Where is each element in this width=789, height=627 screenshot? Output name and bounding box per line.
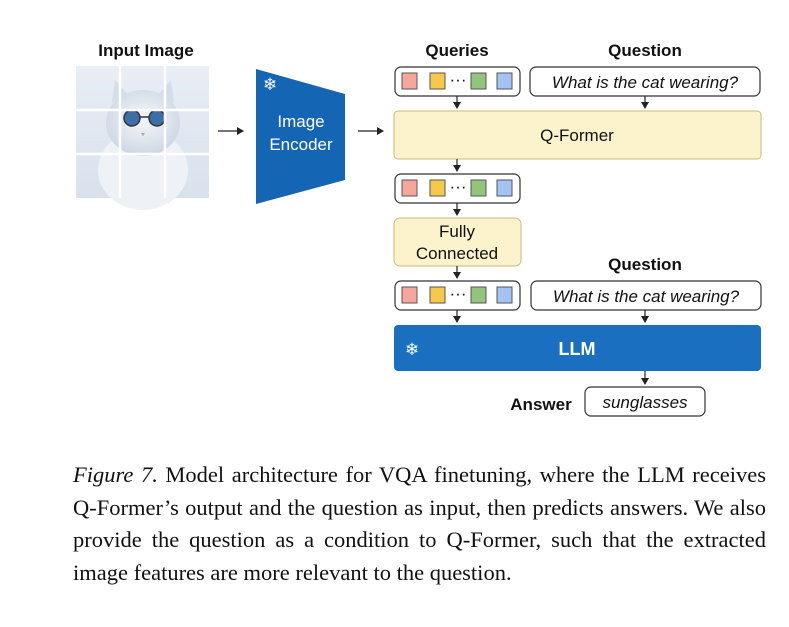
- sunglasses-icon: [123, 109, 166, 127]
- image-encoder-label-line1: Image: [277, 112, 324, 131]
- ellipsis: ···: [450, 177, 467, 196]
- query-tokens-bottom: ···: [394, 280, 521, 311]
- llm-label: LLM: [559, 339, 596, 359]
- frozen-icon: ❄: [405, 340, 419, 359]
- caption-text: Model architecture for VQA finetuning, w…: [73, 462, 767, 585]
- fully-connected-label-line2: Connected: [416, 244, 498, 263]
- qformer-block: Q-Former: [393, 110, 762, 160]
- question-label-top: Question: [608, 41, 682, 60]
- question-text-top: What is the cat wearing?: [552, 73, 739, 92]
- queries-label: Queries: [425, 41, 488, 60]
- answer-text: sunglasses: [602, 393, 688, 412]
- input-image-label: Input Image: [98, 41, 193, 60]
- ellipsis: ···: [450, 70, 467, 89]
- image-encoder: ❄ Image Encoder: [256, 69, 345, 204]
- llm-block: ❄ LLM: [394, 325, 761, 371]
- image-encoder-label-line2: Encoder: [269, 135, 333, 154]
- query-tokens-mid: ···: [394, 173, 521, 204]
- question-text-mid: What is the cat wearing?: [553, 287, 740, 306]
- frozen-icon: ❄: [263, 75, 277, 94]
- vqa-architecture-diagram: Input Image ❄ Image Encoder: [76, 41, 762, 417]
- cat-image: [76, 66, 209, 210]
- question-box-top: What is the cat wearing?: [529, 66, 761, 97]
- query-tokens-top: ···: [394, 66, 521, 97]
- qformer-label: Q-Former: [540, 126, 614, 145]
- fully-connected-label-line1: Fully: [439, 222, 475, 241]
- answer-label: Answer: [510, 395, 572, 414]
- ellipsis: ···: [450, 284, 467, 303]
- answer-box: sunglasses: [584, 386, 706, 417]
- figure-caption: Figure 7. Model architecture for VQA fin…: [73, 459, 766, 589]
- figure-label: Figure 7.: [73, 462, 158, 487]
- question-box-mid: What is the cat wearing?: [530, 280, 762, 311]
- fully-connected-block: Fully Connected: [393, 217, 522, 267]
- question-label-mid: Question: [608, 255, 682, 274]
